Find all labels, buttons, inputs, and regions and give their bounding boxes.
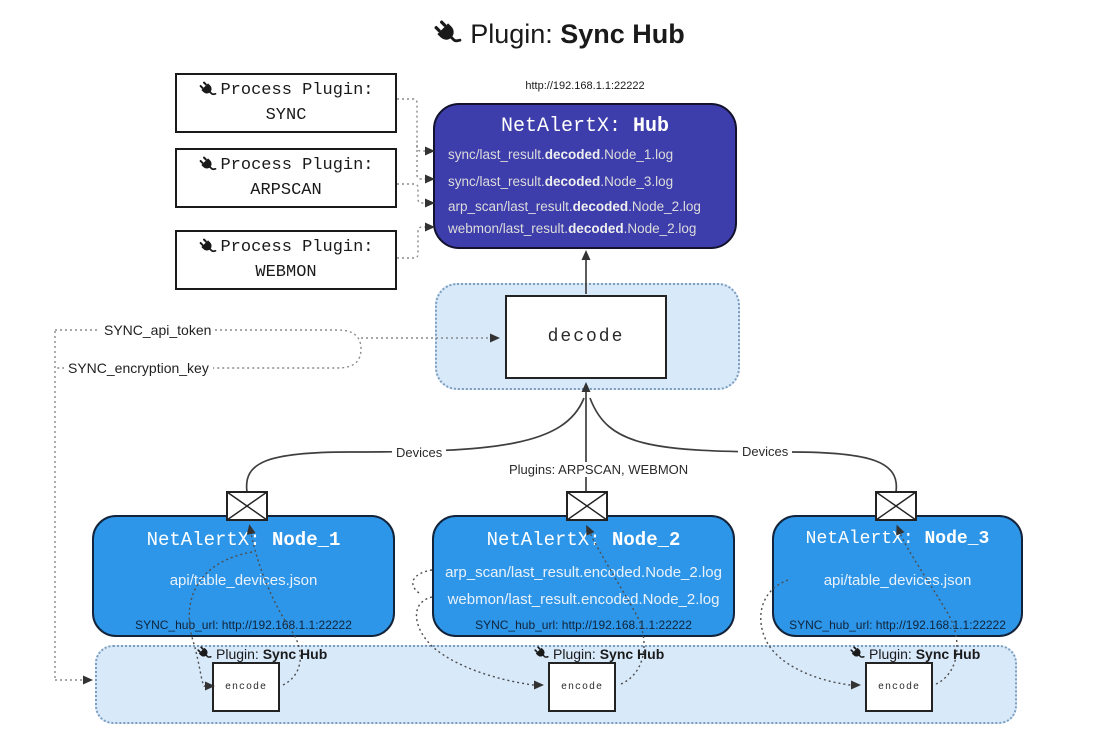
node-file: api/table_devices.json [169,572,318,589]
encoder-label: Plugin: Sync Hub [196,645,327,662]
page-title-bold: Sync Hub [560,18,685,49]
devices-right-label: Devices [738,444,793,459]
node-file: api/table_devices.json [823,572,972,589]
process-plugin-label: Process Plugin: [220,80,374,100]
node-file: webmon/last_result.encoded.Node_2.log [447,591,720,608]
sync-encryption-key-label: SYNC_encryption_key [64,360,213,376]
hub-url-label: http://192.168.1.1:22222 [525,80,645,92]
node-hub-url: SYNC_hub_url: http://192.168.1.1:22222 [475,618,692,632]
hub-title: NetAlertX: Hub [500,115,670,138]
page-title-prefix: Plugin: [470,18,561,49]
node-title: NetAlertX: Node_3 [805,529,990,549]
encode-box: encode [548,662,616,712]
process-plugin-name: SYNC [265,106,307,125]
process-plugin-name: ARPSCAN [250,181,322,200]
hub-log-line: arp_scan/last_result.decoded.Node_2.log [448,199,701,214]
plugins-edge-label: Plugins: ARPSCAN, WEBMON [505,462,693,477]
page-title: Plugin: Sync Hub [0,18,1117,50]
hub-box: NetAlertX: Hub sync/last_result.decoded.… [433,103,737,249]
plug-icon [196,645,213,662]
node-hub-url: SYNC_hub_url: http://192.168.1.1:22222 [135,618,352,632]
node-title: NetAlertX: Node_2 [486,529,681,551]
plug-icon [533,645,550,662]
process-plugin-name: WEBMON [255,263,317,282]
plug-icon [198,237,218,257]
plug-icon [849,645,866,662]
plug-icon [198,80,218,100]
node-title: NetAlertX: Node_1 [146,529,341,551]
node-file: arp_scan/last_result.encoded.Node_2.log [445,564,722,581]
hub-log-line: webmon/last_result.decoded.Node_2.log [448,221,697,236]
process-plugin-sync-box: Process Plugin: SYNC [175,73,397,133]
process-plugin-label: Process Plugin: [220,155,374,175]
encode-box: encode [865,662,933,712]
encoder-label: Plugin: Sync Hub [533,645,664,662]
sync-api-token-label: SYNC_api_token [100,322,216,338]
process-plugin-webmon-box: Process Plugin: WEBMON [175,230,397,290]
hub-log-line: sync/last_result.decoded.Node_1.log [448,147,674,162]
node-hub-url: SYNC_hub_url: http://192.168.1.1:22222 [789,618,1006,632]
process-to-hub-connectors [397,98,435,259]
decode-box: decode [505,295,667,379]
hub-log-line: sync/last_result.decoded.Node_3.log [448,174,674,189]
process-plugin-arpscan-box: Process Plugin: ARPSCAN [175,148,397,208]
process-plugin-label: Process Plugin: [220,237,374,257]
plug-icon [432,18,464,50]
encoder-label: Plugin: Sync Hub [849,645,980,662]
plug-icon [198,155,218,175]
encode-box: encode [212,662,280,712]
devices-left-label: Devices [392,445,447,460]
